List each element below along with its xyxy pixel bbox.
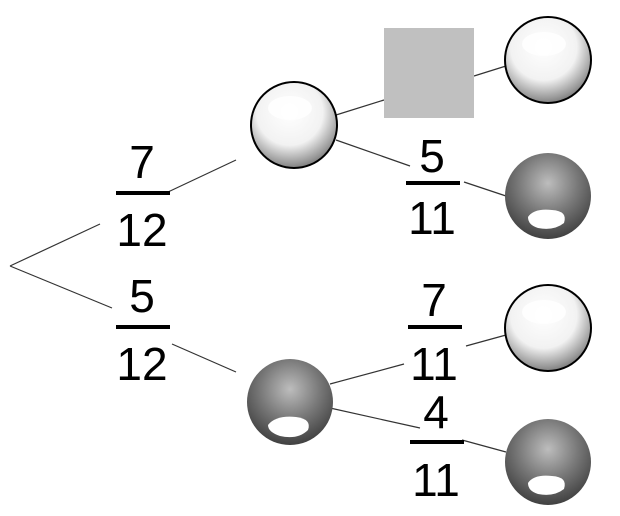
branch-root-white xyxy=(9,223,101,267)
branch-root-grey xyxy=(9,265,113,309)
branch-grey-white-b xyxy=(465,334,507,347)
branch-grey-white xyxy=(329,363,405,385)
fraction-denominator: 11 xyxy=(410,338,458,390)
fraction-numerator: 5 xyxy=(419,130,445,182)
fraction-denominator: 11 xyxy=(408,192,456,244)
fraction-denominator: 11 xyxy=(412,454,460,506)
branch-grey-grey-b xyxy=(461,439,507,453)
fraction-denominator: 12 xyxy=(116,338,167,390)
branch-root-grey-b xyxy=(171,343,237,373)
branch-root-white-b xyxy=(167,159,237,193)
branch-white-grey xyxy=(335,139,411,167)
branch-white-white xyxy=(335,99,385,116)
fraction-first-white: 7 12 xyxy=(116,136,170,256)
fraction-numerator: 5 xyxy=(129,270,155,322)
fraction-numerator: 4 xyxy=(423,386,449,438)
grey-ball-first xyxy=(247,359,333,445)
fraction-numerator: 7 xyxy=(129,136,155,188)
grey-ball-white-grey xyxy=(505,153,591,239)
branch-grey-grey xyxy=(329,407,421,429)
white-ball-grey-white xyxy=(504,284,592,372)
hidden-box xyxy=(384,28,474,118)
fraction-grey-grey: 4 11 xyxy=(410,386,464,506)
fraction-numerator: 7 xyxy=(421,274,447,326)
grey-ball-grey-grey xyxy=(505,419,591,505)
white-ball-white-white xyxy=(504,16,592,104)
white-ball-first xyxy=(250,81,338,169)
fraction-denominator: 12 xyxy=(116,204,167,256)
branch-white-white-b xyxy=(473,65,507,77)
tree-branches xyxy=(9,65,507,453)
fraction-white-grey: 5 11 xyxy=(406,130,460,244)
fraction-grey-white: 7 11 xyxy=(408,274,462,390)
fraction-first-grey: 5 12 xyxy=(116,270,170,390)
branch-white-grey-b xyxy=(463,181,507,197)
